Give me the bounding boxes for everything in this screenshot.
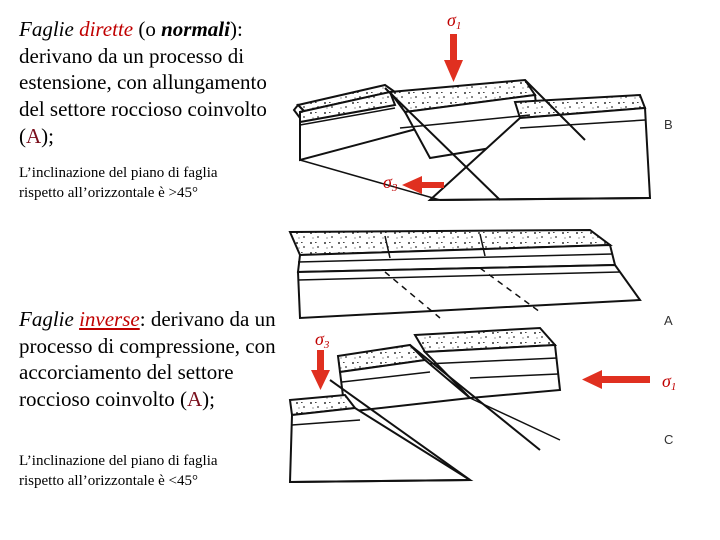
down-arrow-icon <box>444 34 463 82</box>
sigma3-label-reverse: σ3 <box>315 329 329 351</box>
sigma-subscript: 3 <box>323 339 330 351</box>
reverse-body-text: derivano da un processo di compressione,… <box>19 307 276 411</box>
normal-ref-label: A <box>26 123 42 148</box>
panel-label-c: C <box>664 432 674 447</box>
normal-body-text: derivano da un processo di estensione, c… <box>19 43 267 148</box>
sigma1-label-top: σ1 <box>447 10 461 32</box>
undeformed-block <box>288 228 642 320</box>
sigma-symbol: σ <box>315 329 324 349</box>
reverse-colon: : <box>139 307 146 331</box>
panel-label-b: B <box>664 117 673 132</box>
reverse-dip-note: L’inclinazione del piano di faglia rispe… <box>19 453 218 489</box>
sigma-subscript: 1 <box>455 20 462 32</box>
normal-title-red: dirette <box>79 17 134 41</box>
sigma-subscript: 1 <box>670 381 677 393</box>
normal-fault-description: Faglie dirette (o normali): derivano da … <box>19 16 289 149</box>
sigma1-label-reverse: σ1 <box>662 371 676 393</box>
left-arrow-icon <box>402 176 444 194</box>
normal-dip-note: L’inclinazione del piano di faglia rispe… <box>19 165 218 201</box>
left-arrow-icon <box>582 370 650 389</box>
panel-label-a: A <box>664 313 673 328</box>
normal-end: ); <box>41 123 54 148</box>
reverse-ref-label: A <box>186 386 203 411</box>
sigma-subscript: 3 <box>391 182 398 194</box>
down-arrow-icon <box>311 350 330 390</box>
sigma3-label-normal: σ3 <box>383 172 397 194</box>
reverse-end: ); <box>202 386 215 411</box>
reverse-title-word: Faglie <box>19 307 74 331</box>
reverse-title-red: inverse <box>79 307 140 331</box>
normal-fault-block <box>292 78 652 202</box>
reverse-fault-block <box>288 326 562 484</box>
normal-paren-close: ): <box>229 17 243 41</box>
reverse-fault-description: Faglie inverse: derivano da un processo … <box>19 306 281 413</box>
normal-title-word: Faglie <box>19 17 74 41</box>
sigma-symbol: σ <box>662 371 671 391</box>
normal-paren-open: (o <box>133 17 162 41</box>
sigma-symbol: σ <box>447 10 456 30</box>
normal-title-normali: normali <box>161 17 230 41</box>
sigma-symbol: σ <box>383 172 392 192</box>
